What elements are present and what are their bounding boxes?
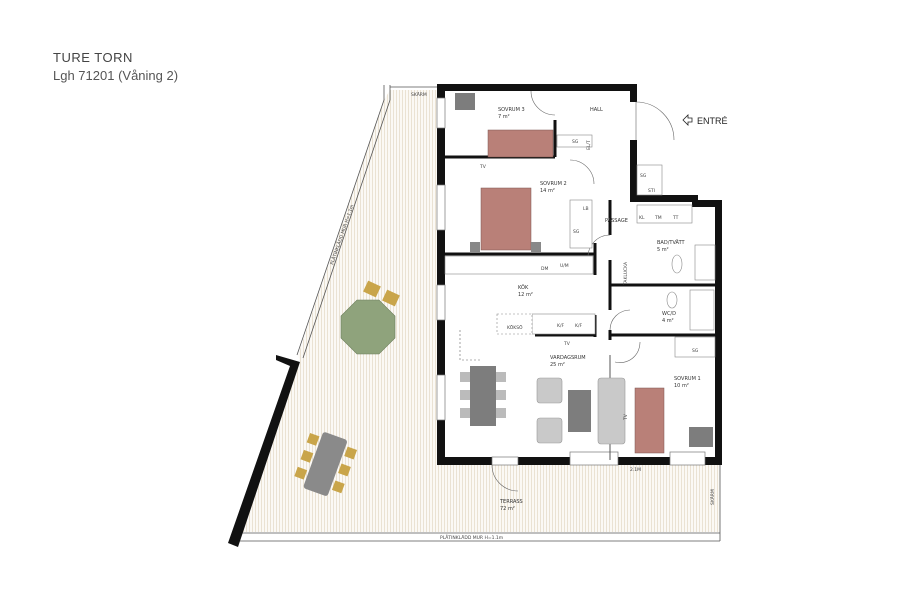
doors[interactable] — [459, 90, 675, 492]
fixtures-tt: TT — [672, 215, 679, 221]
terrace-parapet — [240, 85, 721, 542]
fixtures-skarm: SKÄRM — [411, 91, 427, 98]
fixtures-sg: SG — [640, 173, 647, 179]
furniture — [294, 93, 713, 496]
entrance-label: ENTRÉ — [697, 116, 728, 126]
rooms-sovrum1-area: 10 m² — [674, 383, 689, 389]
rooms-kok-area: 12 m² — [518, 292, 533, 298]
entrance-marker: ENTRÉ — [682, 114, 728, 126]
fixtures-tm: TM — [654, 215, 662, 221]
rooms-bad-area: 5 m² — [657, 247, 669, 253]
building-title: TURE TORN — [53, 50, 133, 65]
fixtures-st: STI — [648, 188, 655, 194]
rooms-vardagsrum-name: VARDAGSRUM — [550, 355, 586, 361]
outdoor-dining — [294, 432, 358, 496]
rooms-terrass-area: 72 m² — [500, 506, 515, 512]
apartment-subtitle: Lgh 71201 (Våning 2) — [53, 68, 179, 83]
rooms-sovrum2-name: SOVRUM 2 — [540, 181, 567, 187]
bed-bedroom3 — [487, 129, 554, 158]
rooms-sovrum3-area: 7 m² — [498, 114, 510, 120]
armchair — [536, 377, 563, 404]
terrace-wall — [228, 355, 300, 547]
fixtures-dm: DM — [541, 266, 548, 272]
fixtures-kf: K/F — [575, 323, 582, 329]
rooms-sovrum1-name: SOVRUM 1 — [674, 376, 701, 382]
fixtures-sg: SG — [573, 229, 580, 235]
fixtures-kl: KL — [639, 215, 645, 221]
fixtures-tv: TV — [623, 413, 629, 421]
rooms-wc-name: WC/D — [662, 311, 676, 317]
dining-table — [470, 366, 496, 426]
rooms-sovrum3-name: SOVRUM 3 — [498, 107, 525, 113]
fixtures-tv: TV — [563, 341, 571, 347]
fixtures-height: 2.1M — [630, 467, 641, 473]
fixtures-koksö: KÖKSÖ — [507, 324, 523, 331]
fixtures-kf: K/F — [557, 323, 564, 329]
fixtures-skarm: SKÄRM — [709, 489, 716, 505]
fixtures-parapet: PLÅTINKLÄDD MUR H=1.1m — [440, 534, 503, 541]
fixtures-sg: SG — [572, 139, 579, 145]
rooms-terrass-name: TERRASS — [499, 499, 523, 505]
fixtures-tv: TV — [479, 164, 487, 170]
bed-bedroom1 — [634, 387, 665, 454]
rooms-bad-name: BAD/TVÄTT — [657, 239, 686, 246]
entrance-arrow-icon — [682, 114, 693, 126]
armchair — [536, 417, 563, 444]
fixtures-mv: U/M — [560, 263, 569, 269]
rooms-sovrum2-area: 14 m² — [540, 188, 555, 194]
outdoor-chair — [363, 280, 381, 298]
fixtures — [444, 134, 716, 358]
windows — [436, 97, 706, 466]
desk-bedroom1 — [689, 427, 713, 447]
umbrella-icon — [340, 299, 396, 355]
room-labels: SOVRUM 3 7 m² HALL SOVRUM 2 14 m² PASSAG… — [498, 107, 701, 512]
terrace-deck — [240, 90, 720, 532]
fixtures-sg: SG — [692, 348, 699, 354]
coffee-table — [568, 390, 591, 432]
fixtures-ceiling: TAKLUCKA — [623, 261, 629, 286]
desk-bedroom3 — [455, 93, 475, 110]
outdoor-chair — [382, 289, 400, 307]
sofa — [597, 377, 626, 445]
bed-bedroom2 — [480, 187, 532, 251]
fixtures-elc: EL/T — [586, 140, 592, 150]
rooms-passage-name: PASSAGE — [605, 218, 628, 224]
rooms-wc-area: 4 m² — [662, 318, 674, 324]
exterior-walls — [437, 84, 722, 465]
rooms-hall-name: HALL — [590, 107, 603, 113]
interior-walls — [445, 120, 720, 340]
fixtures-lb: LB — [583, 206, 589, 212]
rooms-kok-name: KÖK — [518, 284, 529, 291]
rooms-vardagsrum-area: 25 m² — [550, 362, 565, 368]
